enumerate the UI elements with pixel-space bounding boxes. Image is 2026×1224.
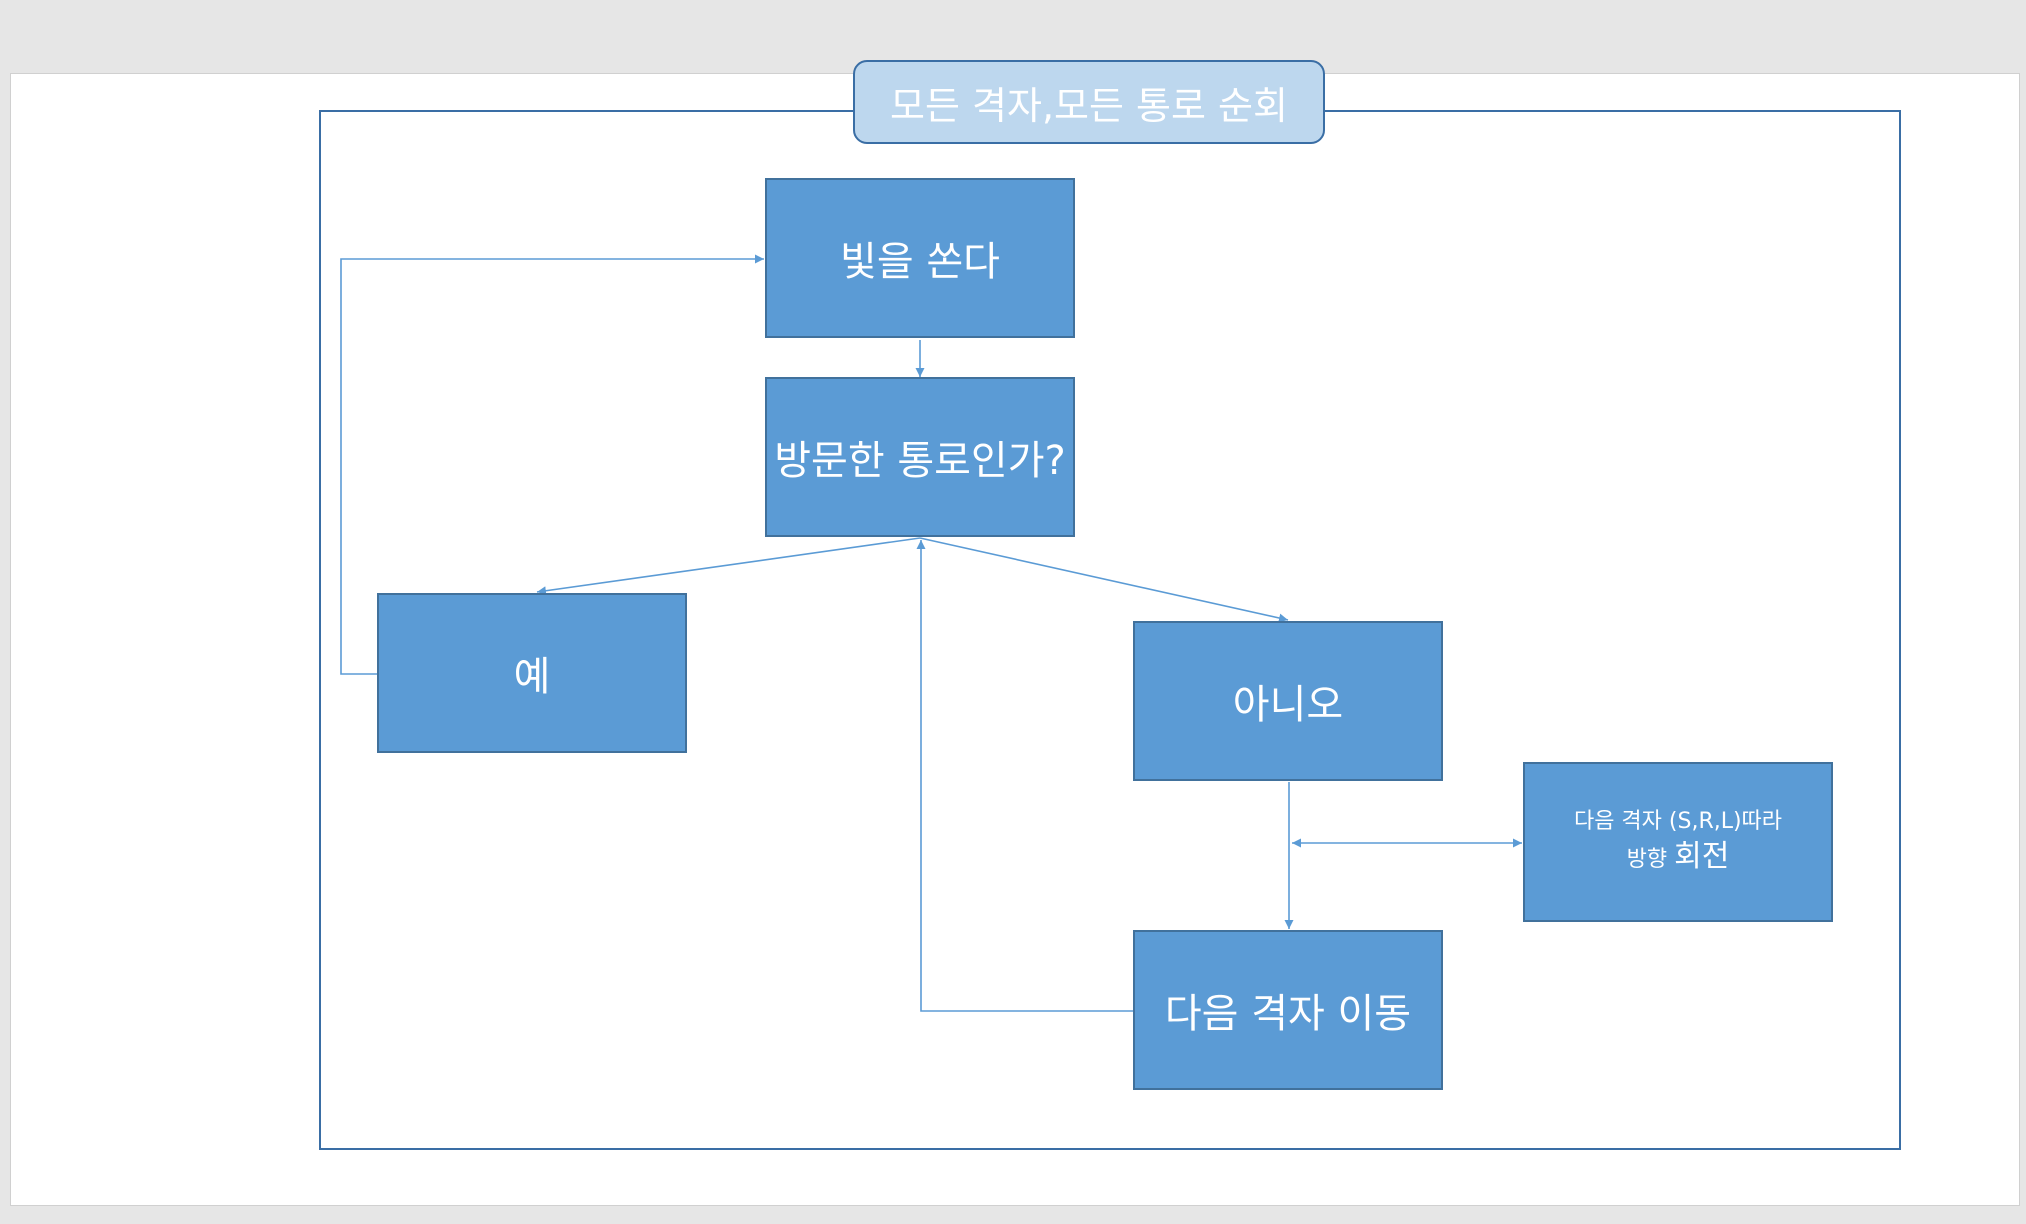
rotate-line-1: 다음 격자 (S,R,L)따라 [1573,808,1783,834]
node-yes: 예 [377,593,687,753]
rotate-line-2-big: 회전 [1674,838,1730,874]
diagram-title: 모든 격자,모든 통로 순회 [853,60,1325,144]
node-shoot-light: 빛을 쏜다 [765,178,1075,338]
rotate-line-2: 방향 회전 [1627,837,1730,878]
rotate-line-2-small: 방향 [1626,846,1668,872]
node-rotate: 다음 격자 (S,R,L)따라 방향 회전 [1523,762,1833,922]
node-no: 아니오 [1133,621,1443,781]
node-visited-question: 방문한 통로인가? [765,377,1075,537]
node-move-next: 다음 격자 이동 [1133,930,1443,1090]
